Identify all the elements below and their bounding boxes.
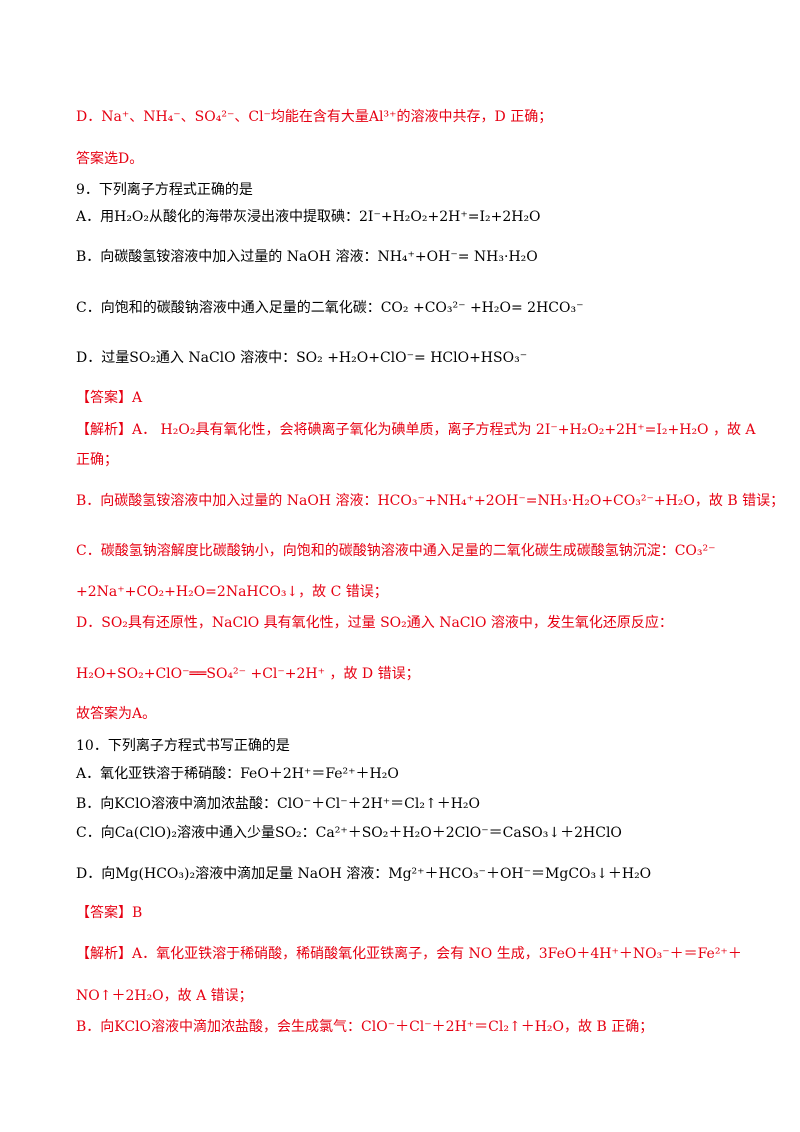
- analysis-line: 正确；: [76, 452, 118, 468]
- option-line: A．氧化亚铁溶于稀硝酸：FeO＋2H⁺＝Fe²⁺＋H₂O: [76, 766, 399, 782]
- option-line: D．过量SO₂通入 NaClO 溶液中：SO₂ +H₂O+ClO⁻= HClO+…: [76, 350, 528, 366]
- analysis-line: D．SO₂具有还原性，NaClO 具有氧化性，过量 SO₂通入 NaClO 溶液…: [76, 615, 673, 631]
- analysis-line: 故答案为A。: [76, 706, 157, 722]
- option-line: D．向Mg(HCO₃)₂溶液中滴加足量 NaOH 溶液：Mg²⁺＋HCO₃⁻＋O…: [76, 866, 652, 882]
- analysis-line: B．向KClO溶液中滴加浓盐酸，会生成氯气：ClO⁻＋Cl⁻＋2H⁺＝Cl₂↑＋…: [76, 1019, 654, 1035]
- question-title: 10．下列离子方程式书写正确的是: [76, 738, 290, 754]
- analysis-line: B．向碳酸氢铵溶液中加入过量的 NaOH 溶液：HCO₃⁻+NH₄⁺+2OH⁻=…: [76, 493, 785, 509]
- option-line: C．向Ca(ClO)₂溶液中通入少量SO₂：Ca²⁺＋SO₂＋H₂O＋2ClO⁻…: [76, 825, 622, 841]
- analysis-line: 【解析】A． H₂O₂具有氧化性，会将碘离子氧化为碘单质，离子方程式为 2I⁻+…: [76, 422, 756, 438]
- analysis-line: NO↑＋2H₂O，故 A 错误；: [76, 988, 253, 1004]
- option-line: C．向饱和的碳酸钠溶液中通入足量的二氧化碳：CO₂ +CO₃²⁻ +H₂O= 2…: [76, 300, 584, 316]
- text-line: 答案选D。: [76, 151, 144, 167]
- option-line: A．用H₂O₂从酸化的海带灰浸出液中提取碘：2I⁻+H₂O₂+2H⁺=I₂+2H…: [76, 209, 541, 225]
- analysis-line: 【解析】A．氧化亚铁溶于稀硝酸，稀硝酸氧化亚铁离子，会有 NO 生成，3FeO＋…: [76, 946, 742, 962]
- analysis-line: +2Na⁺+CO₂+H₂O=2NaHCO₃↓，故 C 错误；: [76, 584, 388, 600]
- analysis-line: H₂O+SO₂+ClO⁻══SO₄²⁻ +Cl⁻+2H⁺ ，故 D 错误；: [76, 666, 420, 682]
- answer-line: 【答案】B: [76, 905, 143, 921]
- analysis-line: C．碳酸氢钠溶解度比碳酸钠小，向饱和的碳酸钠溶液中通入足量的二氧化碳生成碳酸氢钠…: [76, 543, 716, 559]
- option-line: B．向碳酸氢铵溶液中加入过量的 NaOH 溶液：NH₄⁺+OH⁻= NH₃·H₂…: [76, 249, 538, 265]
- text-line: D．Na⁺、NH₄⁻、SO₄²⁻、Cl⁻均能在含有大量Al³⁺的溶液中共存，D …: [76, 109, 553, 125]
- answer-line: 【答案】A: [76, 390, 143, 406]
- question-title: 9．下列离子方程式正确的是: [76, 182, 253, 198]
- option-line: B．向KClO溶液中滴加浓盐酸：ClO⁻＋Cl⁻＋2H⁺＝Cl₂↑＋H₂O: [76, 796, 481, 812]
